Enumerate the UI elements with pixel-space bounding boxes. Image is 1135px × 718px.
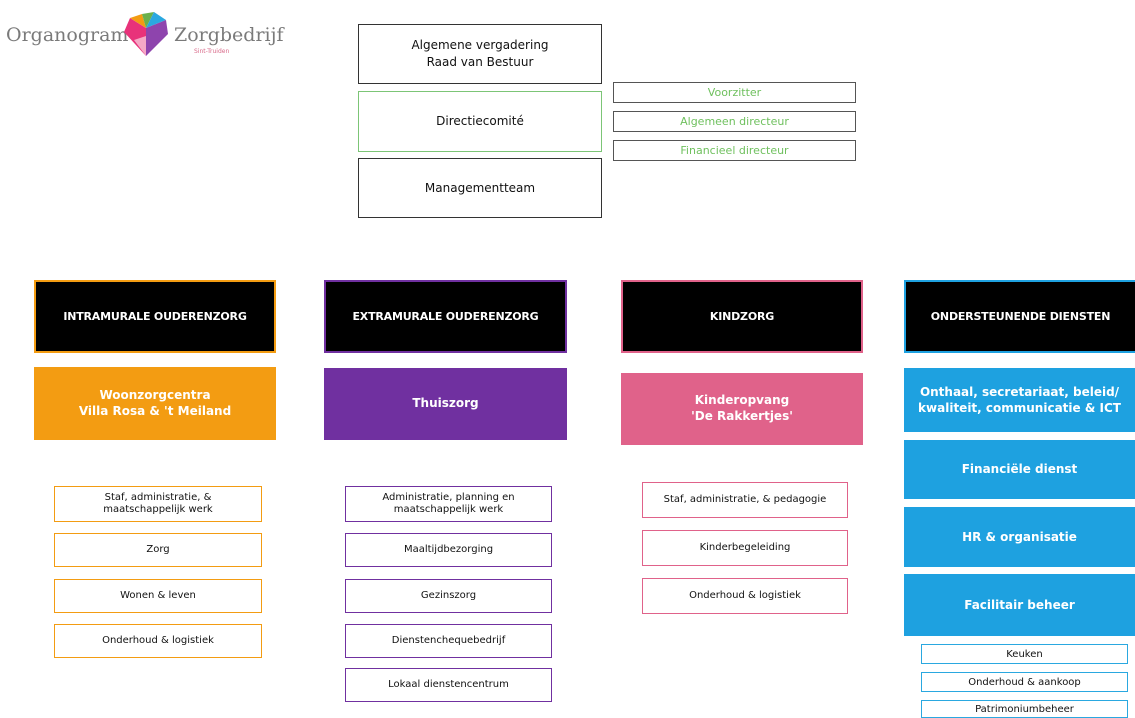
logo-sub-text: Sint-Truiden — [194, 48, 230, 55]
service-lokaal-dienstencentrum: Lokaal dienstencentrum — [345, 668, 552, 702]
service-maaltijdbezorging: Maaltijdbezorging — [345, 533, 552, 567]
service-kinderbegeleiding: Kinderbegeleiding — [642, 530, 848, 566]
service-staf-pedagogie: Staf, administratie, & pedagogie — [642, 482, 848, 518]
service-patrimoniumbeheer: Patrimoniumbeheer — [921, 700, 1128, 718]
service-zorg: Zorg — [54, 533, 262, 567]
service-wonen-leven: Wonen & leven — [54, 579, 262, 613]
logo: Organogram Zorgbedrijf Sint-Truiden — [6, 8, 284, 64]
logo-heart-icon — [124, 12, 168, 56]
service-onderhoud-aankoop: Onderhoud & aankoop — [921, 672, 1128, 692]
general-assembly-box: Algemene vergadering Raad van Bestuur — [358, 24, 602, 84]
service-kindzorg-onderhoud: Onderhoud & logistiek — [642, 578, 848, 614]
unit-financiele-dienst: Financiële dienst — [904, 440, 1135, 499]
dept-intramurale-header: INTRAMURALE OUDERENZORG — [34, 280, 276, 353]
dept-extramurale-header: EXTRAMURALE OUDERENZORG — [324, 280, 567, 353]
role-financieel-directeur: Financieel directeur — [613, 140, 856, 161]
unit-facilitair-beheer: Facilitair beheer — [904, 574, 1135, 636]
service-staf-administratie: Staf, administratie, & maatschappelijk w… — [54, 486, 262, 522]
role-algemeen-directeur: Algemeen directeur — [613, 111, 856, 132]
logo-right-text: Zorgbedrijf — [174, 24, 284, 46]
managementteam-box: Managementteam — [358, 158, 602, 218]
service-administratie-planning: Administratie, planning en maatschappeli… — [345, 486, 552, 522]
service-keuken: Keuken — [921, 644, 1128, 664]
service-onderhoud-logistiek: Onderhoud & logistiek — [54, 624, 262, 658]
unit-kinderopvang: Kinderopvang 'De Rakkertjes' — [621, 373, 863, 445]
role-voorzitter: Voorzitter — [613, 82, 856, 103]
unit-thuiszorg: Thuiszorg — [324, 368, 567, 440]
unit-hr-organisatie: HR & organisatie — [904, 507, 1135, 567]
dept-ondersteunende-header: ONDERSTEUNENDE DIENSTEN — [904, 280, 1135, 353]
directiecomite-box: Directiecomité — [358, 91, 602, 152]
unit-woonzorgcentra: Woonzorgcentra Villa Rosa & 't Meiland — [34, 367, 276, 440]
service-dienstenchequebedrijf: Dienstenchequebedrijf — [345, 624, 552, 658]
service-gezinszorg: Gezinszorg — [345, 579, 552, 613]
dept-kindzorg-header: KINDZORG — [621, 280, 863, 353]
logo-left-text: Organogram — [6, 24, 129, 46]
unit-onthaal-secretariaat: Onthaal, secretariaat, beleid/ kwaliteit… — [904, 368, 1135, 432]
